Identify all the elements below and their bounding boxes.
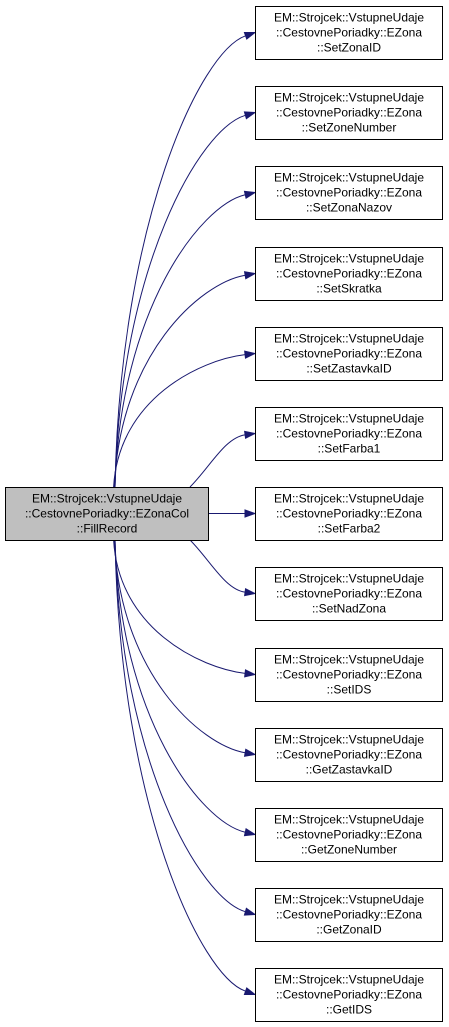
target-node-setzonanazov-box bbox=[255, 166, 443, 220]
target-node-getzastavkaid-label-line: ::CestovnePoriadky::EZona bbox=[276, 748, 422, 762]
target-node-getzonaid-box bbox=[255, 888, 443, 942]
arrowhead-to-getzonenumber bbox=[243, 828, 257, 837]
arrowhead-to-setzonanazov bbox=[243, 190, 257, 199]
target-node-setnadzona-label-line: ::SetNadZona bbox=[312, 602, 386, 616]
target-node-getids[interactable]: EM::Strojcek::VstupneUdaje::CestovnePori… bbox=[255, 968, 443, 1022]
source-node-fillrecord-label-line: EM::Strojcek::VstupneUdaje bbox=[32, 492, 182, 506]
target-node-setids-label-line: EM::Strojcek::VstupneUdaje bbox=[274, 653, 424, 667]
target-node-setzonenumber-box bbox=[255, 86, 443, 140]
target-node-setfarba1-box bbox=[255, 407, 443, 461]
target-node-getzonenumber-box bbox=[255, 808, 443, 862]
target-node-setzonenumber-label-line: EM::Strojcek::VstupneUdaje bbox=[274, 91, 424, 105]
target-node-setzastavkaid-label-line: EM::Strojcek::VstupneUdaje bbox=[274, 332, 424, 346]
target-node-getzonaid-label-line: ::GetZonaID bbox=[316, 923, 382, 937]
edge-to-getzonaid bbox=[114, 539, 246, 913]
target-node-setzonaid[interactable]: EM::Strojcek::VstupneUdaje::CestovnePori… bbox=[255, 6, 443, 60]
target-node-getzastavkaid[interactable]: EM::Strojcek::VstupneUdaje::CestovnePori… bbox=[255, 728, 443, 782]
target-node-getzonaid-label-line: EM::Strojcek::VstupneUdaje bbox=[274, 893, 424, 907]
target-node-setfarba1[interactable]: EM::Strojcek::VstupneUdaje::CestovnePori… bbox=[255, 407, 443, 461]
source-node-fillrecord-box bbox=[5, 487, 209, 541]
arrowhead-to-setzonenumber bbox=[243, 111, 257, 120]
edge-to-setskratka bbox=[113, 274, 246, 488]
target-node-setzastavkaid-box bbox=[255, 327, 443, 381]
arrowhead-to-getzonaid bbox=[243, 907, 257, 916]
target-node-setids-box bbox=[255, 648, 443, 702]
target-node-setnadzona-label-line: ::CestovnePoriadky::EZona bbox=[276, 587, 422, 601]
arrowhead-to-getzastavkaid bbox=[243, 748, 257, 757]
arrowhead-to-setids bbox=[244, 669, 257, 678]
target-node-setskratka-label-line: EM::Strojcek::VstupneUdaje bbox=[274, 252, 424, 266]
target-node-setzonanazov-label-line: ::CestovnePoriadky::EZona bbox=[276, 186, 422, 200]
target-node-setfarba2-box bbox=[255, 487, 443, 541]
target-node-setzonenumber-label-line: ::SetZoneNumber bbox=[302, 121, 397, 135]
target-node-setfarba1-label-line: ::SetFarba1 bbox=[318, 442, 381, 456]
target-node-setzonanazov[interactable]: EM::Strojcek::VstupneUdaje::CestovnePori… bbox=[255, 166, 443, 220]
target-node-setnadzona[interactable]: EM::Strojcek::VstupneUdaje::CestovnePori… bbox=[255, 567, 443, 621]
target-node-getzonenumber-label-line: ::GetZoneNumber bbox=[301, 843, 397, 857]
target-node-setids[interactable]: EM::Strojcek::VstupneUdaje::CestovnePori… bbox=[255, 648, 443, 702]
target-node-getzastavkaid-box bbox=[255, 728, 443, 782]
target-node-setskratka[interactable]: EM::Strojcek::VstupneUdaje::CestovnePori… bbox=[255, 247, 443, 301]
edge-to-setzastavkaid bbox=[113, 354, 246, 488]
target-node-setzonaid-label-line: EM::Strojcek::VstupneUdaje bbox=[274, 11, 424, 25]
arrowhead-to-setfarba1 bbox=[244, 430, 257, 440]
target-node-getzonaid[interactable]: EM::Strojcek::VstupneUdaje::CestovnePori… bbox=[255, 888, 443, 942]
arrowhead-to-setzonaid bbox=[243, 31, 257, 40]
node-layer: EM::Strojcek::VstupneUdaje::CestovnePori… bbox=[5, 6, 443, 1022]
target-node-setfarba1-label-line: EM::Strojcek::VstupneUdaje bbox=[274, 412, 424, 426]
target-node-setzonenumber[interactable]: EM::Strojcek::VstupneUdaje::CestovnePori… bbox=[255, 86, 443, 140]
target-node-setzonaid-label-line: ::SetZonaID bbox=[317, 41, 381, 55]
edge-to-setids bbox=[113, 539, 246, 674]
target-node-getids-label-line: ::CestovnePoriadky::EZona bbox=[276, 988, 422, 1002]
target-node-setzastavkaid[interactable]: EM::Strojcek::VstupneUdaje::CestovnePori… bbox=[255, 327, 443, 381]
target-node-setzastavkaid-label-line: ::CestovnePoriadky::EZona bbox=[276, 347, 422, 361]
edge-layer bbox=[113, 31, 257, 996]
target-node-setnadzona-box bbox=[255, 567, 443, 621]
target-node-setskratka-label-line: ::CestovnePoriadky::EZona bbox=[276, 267, 422, 281]
target-node-setfarba2-label-line: ::CestovnePoriadky::EZona bbox=[276, 507, 422, 521]
target-node-setfarba2[interactable]: EM::Strojcek::VstupneUdaje::CestovnePori… bbox=[255, 487, 443, 541]
arrowhead-to-setskratka bbox=[243, 271, 257, 280]
target-node-getzonaid-label-line: ::CestovnePoriadky::EZona bbox=[276, 908, 422, 922]
target-node-setfarba1-label-line: ::CestovnePoriadky::EZona bbox=[276, 427, 422, 441]
source-node-fillrecord-label-line: ::CestovnePoriadky::EZonaCol bbox=[25, 507, 189, 521]
source-node-fillrecord-label-line: ::FillRecord bbox=[77, 522, 138, 536]
edge-to-getzonenumber bbox=[114, 539, 246, 833]
target-node-getzastavkaid-label-line: ::GetZastavkaID bbox=[306, 763, 393, 777]
target-node-getids-label-line: EM::Strojcek::VstupneUdaje bbox=[274, 973, 424, 987]
target-node-setzonenumber-label-line: ::CestovnePoriadky::EZona bbox=[276, 106, 422, 120]
target-node-setfarba2-label-line: EM::Strojcek::VstupneUdaje bbox=[274, 492, 424, 506]
arrowhead-to-getids bbox=[243, 987, 257, 996]
target-node-getids-box bbox=[255, 968, 443, 1022]
target-node-getzonenumber[interactable]: EM::Strojcek::VstupneUdaje::CestovnePori… bbox=[255, 808, 443, 862]
target-node-setzonaid-label-line: ::CestovnePoriadky::EZona bbox=[276, 26, 422, 40]
target-node-setzonanazov-label-line: ::SetZonaNazov bbox=[306, 201, 392, 215]
target-node-setzonaid-box bbox=[255, 6, 443, 60]
target-node-setskratka-label-line: ::SetSkratka bbox=[316, 282, 382, 296]
target-node-setnadzona-label-line: EM::Strojcek::VstupneUdaje bbox=[274, 572, 424, 586]
target-node-setzastavkaid-label-line: ::SetZastavkaID bbox=[306, 362, 392, 376]
target-node-setids-label-line: ::SetIDS bbox=[327, 683, 372, 697]
edge-to-setzonaid bbox=[114, 35, 246, 488]
target-node-getzonenumber-label-line: ::CestovnePoriadky::EZona bbox=[276, 828, 422, 842]
arrowhead-to-setfarba2 bbox=[244, 509, 257, 518]
edge-to-setnadzona bbox=[189, 539, 246, 593]
target-node-setskratka-box bbox=[255, 247, 443, 301]
target-node-setzonanazov-label-line: EM::Strojcek::VstupneUdaje bbox=[274, 171, 424, 185]
target-node-setfarba2-label-line: ::SetFarba2 bbox=[318, 522, 381, 536]
edge-to-setfarba1 bbox=[189, 434, 246, 488]
arrowhead-to-setnadzona bbox=[244, 587, 257, 597]
target-node-getids-label-line: ::GetIDS bbox=[326, 1003, 372, 1017]
edge-to-setzonenumber bbox=[114, 114, 246, 488]
source-node-fillrecord[interactable]: EM::Strojcek::VstupneUdaje::CestovnePori… bbox=[5, 487, 209, 541]
arrowhead-to-setzastavkaid bbox=[244, 350, 257, 359]
target-node-setids-label-line: ::CestovnePoriadky::EZona bbox=[276, 668, 422, 682]
target-node-getzastavkaid-label-line: EM::Strojcek::VstupneUdaje bbox=[274, 733, 424, 747]
edge-to-getzastavkaid bbox=[113, 539, 246, 754]
target-node-getzonenumber-label-line: EM::Strojcek::VstupneUdaje bbox=[274, 813, 424, 827]
edge-to-setzonanazov bbox=[114, 194, 246, 488]
edge-to-getids bbox=[114, 539, 246, 992]
